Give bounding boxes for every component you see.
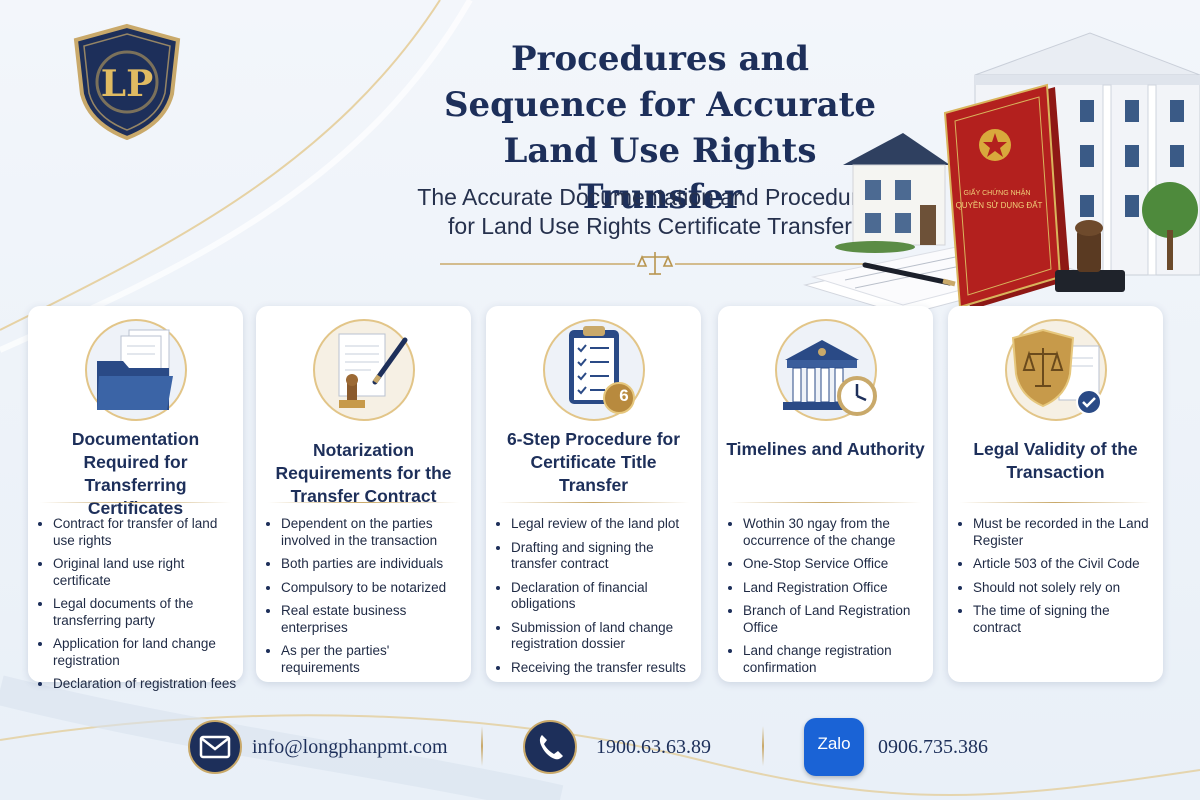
shield-scales-icon bbox=[1004, 319, 1107, 421]
card-divider bbox=[268, 502, 459, 503]
list-item: Branch of Land Registration Office bbox=[743, 603, 929, 636]
page-subtitle: The Accurate Documentation and Procedure… bbox=[417, 184, 883, 239]
list-item: One-Stop Service Office bbox=[743, 556, 929, 573]
contact-divider bbox=[481, 726, 483, 766]
list-item: The time of signing the contract bbox=[973, 603, 1159, 636]
list-item: Contract for transfer of land use rights bbox=[53, 516, 239, 549]
list-item: Should not solely rely on bbox=[973, 580, 1159, 597]
list-item: Wothin 30 ngay from the occurrence of th… bbox=[743, 516, 929, 549]
hero-illustration: GIẤY CHỨNG NHẬN QUYỀN SỬ DỤNG ĐẤT bbox=[803, 32, 1200, 316]
document-pen-stamp-icon bbox=[312, 319, 415, 421]
list-item: Receiving the transfer results bbox=[511, 660, 697, 677]
phone-number[interactable]: 1900.63.63.89 bbox=[596, 736, 711, 758]
card-title: Timelines and Authority bbox=[726, 439, 925, 459]
card-list: Dependent on the parties involved in the… bbox=[264, 516, 467, 683]
card-timelines: Timelines and Authority Wothin 30 ngay f… bbox=[718, 306, 933, 682]
company-logo: LP bbox=[73, 23, 181, 140]
list-item: Dependent on the parties involved in the… bbox=[281, 516, 467, 549]
list-item: Both parties are individuals bbox=[281, 556, 467, 573]
card-divider bbox=[960, 502, 1151, 503]
phone-icon[interactable] bbox=[523, 720, 577, 774]
scales-icon bbox=[636, 252, 674, 275]
card-divider bbox=[730, 502, 921, 503]
zalo-icon[interactable]: Zalo bbox=[804, 718, 864, 776]
email-icon[interactable] bbox=[188, 720, 242, 774]
card-title: 6-Step Procedure for Certificate Title T… bbox=[506, 429, 681, 495]
list-item: Article 503 of the Civil Code bbox=[973, 556, 1159, 573]
card-title: Documentation Required for Transferring … bbox=[71, 429, 200, 518]
government-building-clock-icon bbox=[774, 319, 877, 421]
checklist-clipboard-icon bbox=[542, 319, 645, 421]
list-item: Legal documents of the transferring part… bbox=[53, 596, 239, 629]
card-list: Legal review of the land plot Drafting a… bbox=[494, 516, 697, 683]
page-title: Procedures and Sequence for Accurate Lan… bbox=[443, 39, 877, 217]
list-item: Must be recorded in the Land Register bbox=[973, 516, 1159, 549]
list-item: Declaration of financial obligations bbox=[511, 580, 697, 613]
list-item: Declaration of registration fees bbox=[53, 676, 239, 693]
list-item: Land Registration Office bbox=[743, 580, 929, 597]
card-procedure: 6 6 6-Step Procedure for Certificate Tit… bbox=[486, 306, 701, 682]
stamp-image bbox=[1055, 220, 1125, 292]
card-title: Legal Validity of the Transaction bbox=[973, 439, 1138, 482]
certificate-book-line2: QUYỀN SỬ DỤNG ĐẤT bbox=[956, 200, 1043, 210]
house-image bbox=[835, 133, 950, 253]
list-item: Submission of land change registration d… bbox=[511, 620, 697, 653]
email-link[interactable]: info@longphanpmt.com bbox=[252, 736, 448, 758]
scales-divider bbox=[440, 252, 870, 275]
card-divider bbox=[498, 502, 689, 503]
list-item: Land change registration confirmation bbox=[743, 643, 929, 676]
card-divider bbox=[40, 502, 231, 503]
list-item: Original land use right certificate bbox=[53, 556, 239, 589]
card-list: Wothin 30 ngay from the occurrence of th… bbox=[726, 516, 929, 683]
certificate-book-line1: GIẤY CHỨNG NHẬN bbox=[964, 187, 1031, 197]
zalo-phone-number[interactable]: 0906.735.386 bbox=[878, 736, 988, 758]
land-certificate-book-image: GIẤY CHỨNG NHẬN QUYỀN SỬ DỤNG ĐẤT bbox=[943, 83, 1070, 310]
step-count-badge-text: 6 bbox=[619, 386, 629, 405]
card-list: Contract for transfer of land use rights… bbox=[36, 516, 239, 700]
folder-documents-icon bbox=[84, 319, 187, 421]
list-item: Compulsory to be notarized bbox=[281, 580, 467, 597]
list-item: Legal review of the land plot bbox=[511, 516, 697, 533]
list-item: Application for land change registration bbox=[53, 636, 239, 669]
card-notarization: Notarization Requirements for the Transf… bbox=[256, 306, 471, 682]
logo-monogram: LP bbox=[101, 63, 153, 105]
card-documentation: Documentation Required for Transferring … bbox=[28, 306, 243, 691]
card-title: Notarization Requirements for the Transf… bbox=[275, 440, 452, 506]
card-list: Must be recorded in the Land Register Ar… bbox=[956, 516, 1159, 643]
card-legal-validity: Legal Validity of the Transaction Must b… bbox=[948, 306, 1163, 682]
list-item: Real estate business enterprises bbox=[281, 603, 467, 636]
list-item: As per the parties' requirements bbox=[281, 643, 467, 676]
list-item: Drafting and signing the transfer contra… bbox=[511, 540, 697, 573]
contact-divider bbox=[762, 726, 764, 766]
